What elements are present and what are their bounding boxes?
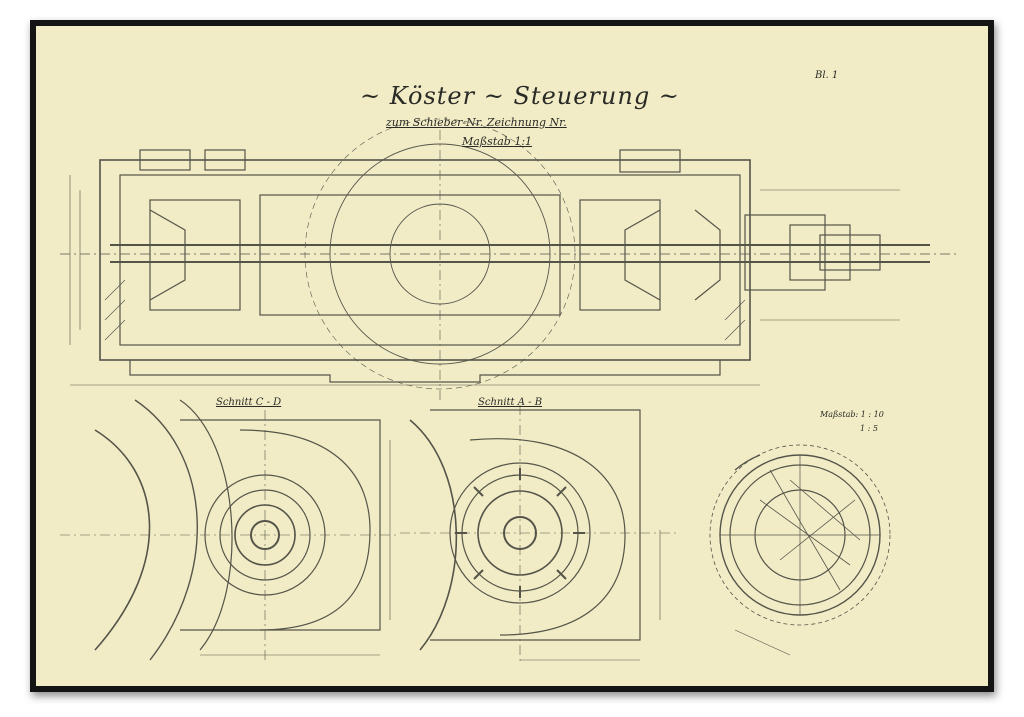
section-a-b bbox=[400, 405, 680, 665]
sheet-number: Bl. 1 bbox=[815, 70, 839, 81]
scale-note-line-2: 1 : 5 bbox=[860, 424, 878, 433]
scale-note-line-1: Maßstab: 1 : 10 bbox=[820, 410, 884, 419]
blueprint-sheet bbox=[36, 26, 988, 686]
section-c-d bbox=[60, 399, 400, 661]
section-a-b-label: Schnitt A - B bbox=[478, 397, 543, 408]
section-c-d-label: Schnitt C - D bbox=[216, 397, 282, 408]
longitudinal-section bbox=[60, 118, 960, 400]
drawing-subtitle: zum Schieber-Nr. Zeichnung Nr. bbox=[386, 116, 567, 129]
drawing-title: ~ Köster ~ Steuerung ~ bbox=[360, 82, 680, 110]
scale-note: Maßstab 1:1 bbox=[462, 135, 533, 148]
timing-diagram bbox=[709, 444, 891, 656]
